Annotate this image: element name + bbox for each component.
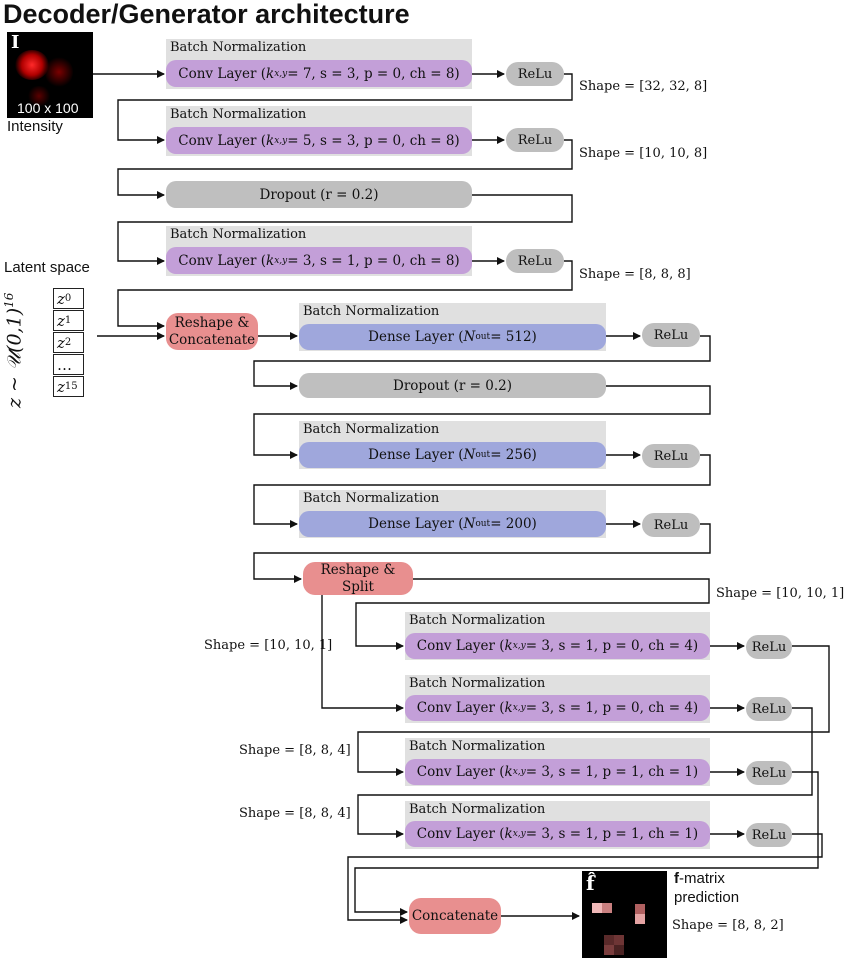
intensity-symbol: I (11, 32, 20, 53)
dropout-layer: Dropout (r = 0.2) (166, 181, 472, 208)
page-title: Decoder/Generator architecture (3, 0, 410, 29)
relu-activation: ReLu (746, 635, 792, 659)
relu-activation: ReLu (506, 249, 564, 273)
f-matrix-cell (602, 903, 612, 913)
batchnorm-label: Batch Normalization (170, 227, 307, 242)
batchnorm-label: Batch Normalization (303, 491, 440, 506)
batchnorm-label: Batch Normalization (409, 613, 546, 628)
shape-label: Shape = [32, 32, 8] (579, 79, 708, 94)
relu-activation: ReLu (642, 444, 700, 468)
f-matrix-cell (635, 904, 645, 914)
batchnorm-label: Batch Normalization (170, 40, 307, 55)
relu-activation: ReLu (642, 323, 700, 347)
batchnorm-label: Batch Normalization (170, 107, 307, 122)
batchnorm-label: Batch Normalization (409, 802, 546, 817)
batchnorm-label: Batch Normalization (409, 739, 546, 754)
batchnorm-label: Batch Normalization (409, 676, 546, 691)
reshape-split-node: Reshape & Split (303, 562, 413, 595)
relu-activation: ReLu (746, 761, 792, 785)
relu-activation: ReLu (506, 128, 564, 152)
batchnorm-label: Batch Normalization (303, 304, 440, 319)
f-matrix-cell (592, 903, 602, 913)
reshape-concatenate-node: Reshape &Concatenate (166, 313, 258, 350)
shape-label: Shape = [10, 10, 8] (579, 146, 708, 161)
intensity-blob (45, 56, 73, 88)
dropout-layer: Dropout (r = 0.2) (299, 373, 606, 398)
f-matrix-caption: f-matrix prediction (674, 870, 740, 906)
f-matrix-cell (614, 945, 624, 955)
intensity-image: I 100 x 100 (7, 32, 93, 118)
batchnorm-label: Batch Normalization (303, 422, 440, 437)
shape-label: Shape = [10, 10, 1] (716, 586, 844, 601)
shape-label: Shape = [10, 10, 1] (204, 638, 333, 653)
f-matrix-image: f̂ (582, 871, 667, 958)
intensity-blob (27, 86, 51, 106)
intensity-caption: Intensity (7, 118, 63, 135)
shape-label: Shape = [8, 8, 8] (579, 267, 691, 282)
f-matrix-symbol: f̂ (586, 871, 595, 895)
relu-activation: ReLu (746, 697, 792, 721)
shape-label: Shape = [8, 8, 2] (672, 918, 784, 933)
shape-label: Shape = [8, 8, 4] (239, 743, 351, 758)
concatenate-node: Concatenate (409, 898, 501, 934)
f-matrix-cell (635, 914, 645, 924)
relu-activation: ReLu (746, 823, 792, 847)
relu-activation: ReLu (506, 62, 564, 86)
intensity-size: 100 x 100 (17, 100, 79, 116)
latent-label: Latent space (4, 259, 90, 276)
f-matrix-cell (614, 935, 624, 945)
shape-label: Shape = [8, 8, 4] (239, 806, 351, 821)
intensity-blob (15, 50, 49, 80)
latent-cell: … (53, 354, 84, 375)
f-matrix-cell (604, 945, 614, 955)
relu-activation: ReLu (642, 513, 700, 537)
f-matrix-cell (604, 935, 614, 945)
